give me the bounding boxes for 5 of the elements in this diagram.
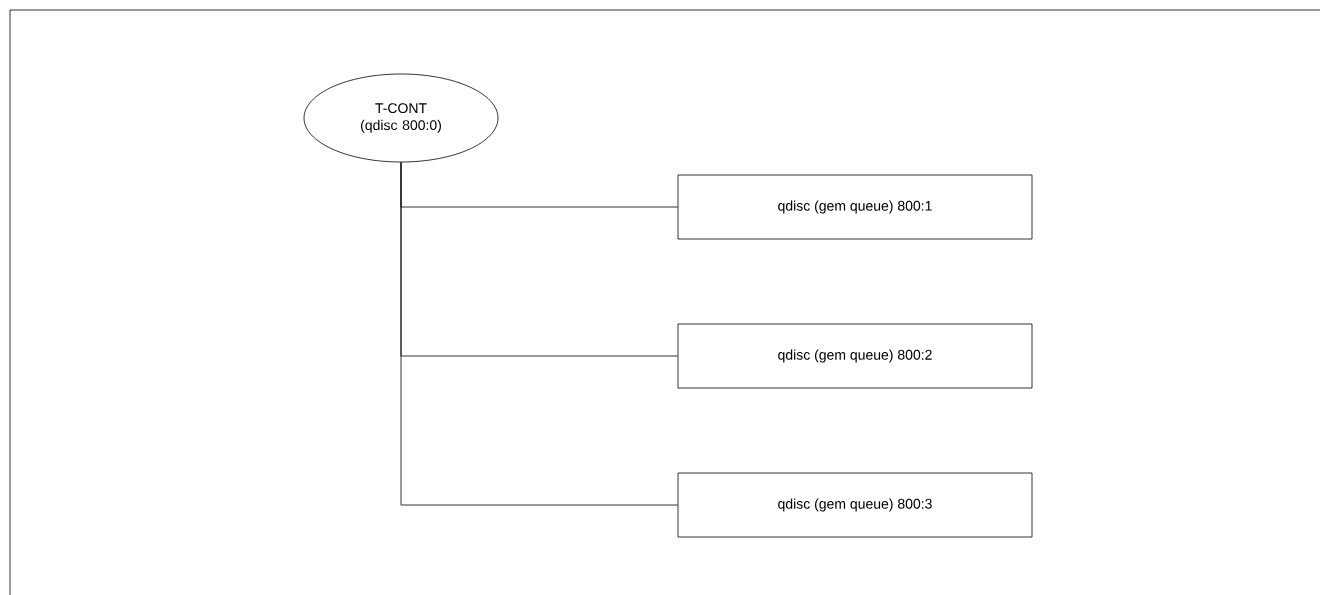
process-box: qdisc (gem queue) 800:1 [677,174,1033,240]
connector-line [400,162,678,506]
process-box: qdisc (gem queue) 800:3 [677,472,1033,538]
ellipse-node: T-CONT (qdisc 800:0) [303,73,499,163]
process-box: qdisc (gem queue) 800:2 [677,323,1033,389]
